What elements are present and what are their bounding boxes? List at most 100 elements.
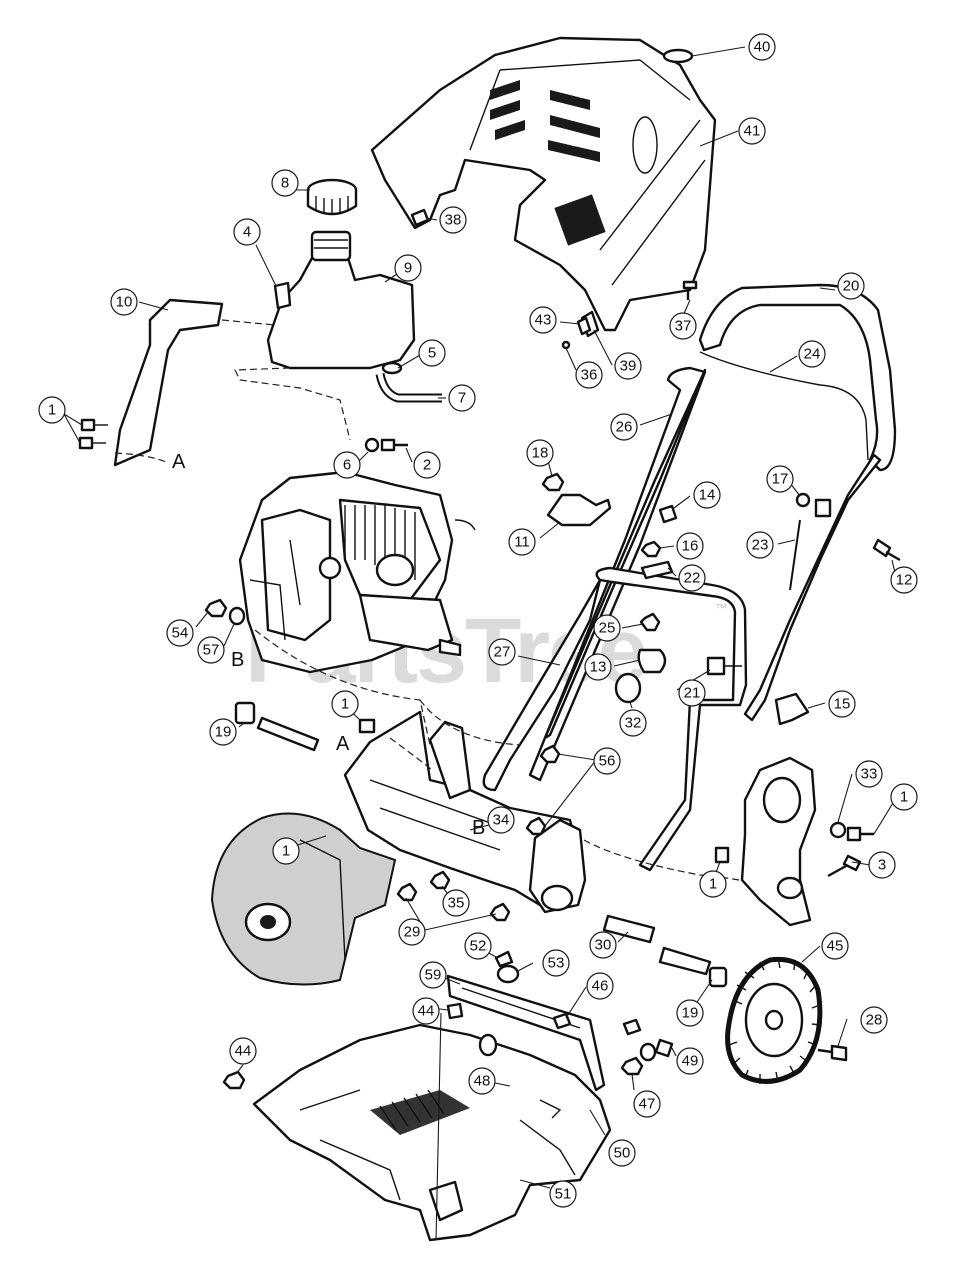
svg-text:27: 27	[494, 644, 511, 661]
bushing-part-32-upper	[234, 701, 256, 725]
svg-text:12: 12	[896, 572, 913, 589]
nut-part-16-upper	[640, 540, 662, 558]
callout-29: 30	[589, 931, 617, 959]
callout-2: 2	[413, 451, 441, 479]
svg-text:56: 56	[599, 753, 616, 770]
nut-part-17	[795, 492, 811, 508]
svg-text:20: 20	[843, 278, 860, 295]
svg-text:35: 35	[448, 895, 465, 912]
svg-text:49: 49	[682, 1053, 699, 1070]
svg-text:19: 19	[215, 724, 232, 741]
callout-12: 12	[890, 566, 918, 594]
svg-text:7: 7	[458, 390, 466, 407]
svg-text:43: 43	[535, 312, 552, 329]
callout-1-left: 1	[272, 837, 300, 865]
svg-text:54: 54	[172, 625, 189, 642]
callout-19: 15	[828, 690, 856, 718]
screw-part-2	[380, 438, 408, 452]
svg-text:39: 39	[620, 358, 637, 375]
callout-20: 20	[837, 272, 865, 300]
callout-18: 18	[526, 439, 554, 467]
callout-16-lower: 25	[593, 614, 621, 642]
bolt-part-28	[817, 1044, 848, 1062]
svg-text:1: 1	[341, 696, 349, 713]
cable-clip	[814, 498, 832, 518]
axle-shaft	[602, 914, 656, 944]
callout-28: 28	[860, 1006, 888, 1034]
main-frame	[343, 710, 587, 914]
svg-text:1: 1	[282, 843, 290, 860]
callout-47: 47	[633, 1090, 661, 1118]
svg-text:1: 1	[48, 402, 56, 419]
reference-letter-a-top: A	[172, 451, 186, 473]
callout-3: 35	[442, 889, 470, 917]
nut-part-52	[496, 964, 520, 984]
screw-part-38	[410, 208, 430, 227]
bolt-part-46	[446, 1002, 464, 1020]
svg-text:28: 28	[866, 1012, 883, 1029]
top-cover-shroud	[370, 36, 717, 332]
bolt-part-12	[872, 538, 901, 562]
callout-35: 29	[398, 918, 426, 946]
callout-38: 38	[439, 206, 467, 234]
pan-hardware-50	[539, 1099, 562, 1119]
callout-30: 45	[821, 932, 849, 960]
callout-24: 24	[798, 340, 826, 368]
decal-part-4	[273, 281, 292, 310]
svg-text:4: 4	[243, 224, 251, 241]
screw-part-43	[576, 316, 592, 336]
callout-15: 56	[593, 747, 621, 775]
svg-text:30: 30	[595, 937, 612, 954]
svg-text:10: 10	[116, 294, 133, 311]
screw-part-37	[682, 280, 698, 300]
fuel-line-core	[377, 373, 442, 401]
impeller-housing	[210, 812, 397, 986]
svg-text:19: 19	[682, 1005, 699, 1022]
handle-assembly	[482, 283, 897, 872]
svg-text:6: 6	[343, 457, 351, 474]
svg-text:21: 21	[684, 685, 701, 702]
clamp-part-5	[381, 361, 403, 375]
callout-9: 9	[394, 254, 422, 282]
svg-text:15: 15	[834, 696, 851, 713]
svg-text:46: 46	[592, 978, 609, 995]
washer-part-56	[829, 821, 847, 839]
svg-text:36: 36	[581, 367, 598, 384]
callout-23: 23	[746, 531, 774, 559]
callout-8: 8	[271, 169, 299, 197]
nut-part-54	[204, 598, 228, 618]
wheel	[725, 956, 823, 1084]
callout-36: 36	[575, 361, 603, 389]
callout-53: 59	[419, 961, 447, 989]
callout-1-right: 1	[699, 870, 727, 898]
svg-text:8: 8	[281, 175, 289, 192]
callout-39: 39	[614, 352, 642, 380]
svg-text:34: 34	[493, 812, 510, 829]
callout-4: 4	[233, 218, 261, 246]
bolt-part-14	[658, 504, 678, 524]
svg-text:22: 22	[684, 570, 701, 587]
washer-part-6	[364, 437, 380, 453]
svg-text:41: 41	[744, 123, 761, 140]
callout-34: 3	[868, 851, 896, 879]
svg-text:32: 32	[625, 715, 642, 732]
callout-1-upper: 1	[331, 690, 359, 718]
washer-part-36	[561, 340, 571, 350]
knob-part-19	[774, 692, 810, 726]
svg-text:25: 25	[599, 620, 616, 637]
callout-14: 14	[693, 481, 721, 509]
callout-44: 44	[229, 1037, 257, 1065]
bracket-part-22	[640, 560, 674, 580]
nut-part-44	[222, 1070, 246, 1090]
bolt-part-1-right	[714, 846, 730, 864]
svg-text:2: 2	[423, 457, 431, 474]
svg-text:45: 45	[827, 938, 844, 955]
svg-text:53: 53	[548, 955, 565, 972]
callout-59: 46	[586, 972, 614, 1000]
callout-57: 57	[197, 636, 225, 664]
bolt-part-1-far-right	[846, 826, 874, 842]
svg-text:17: 17	[772, 471, 789, 488]
svg-text:23: 23	[752, 537, 769, 554]
callout-32-lower: 19	[676, 999, 704, 1027]
callout-46: 44	[412, 997, 440, 1025]
